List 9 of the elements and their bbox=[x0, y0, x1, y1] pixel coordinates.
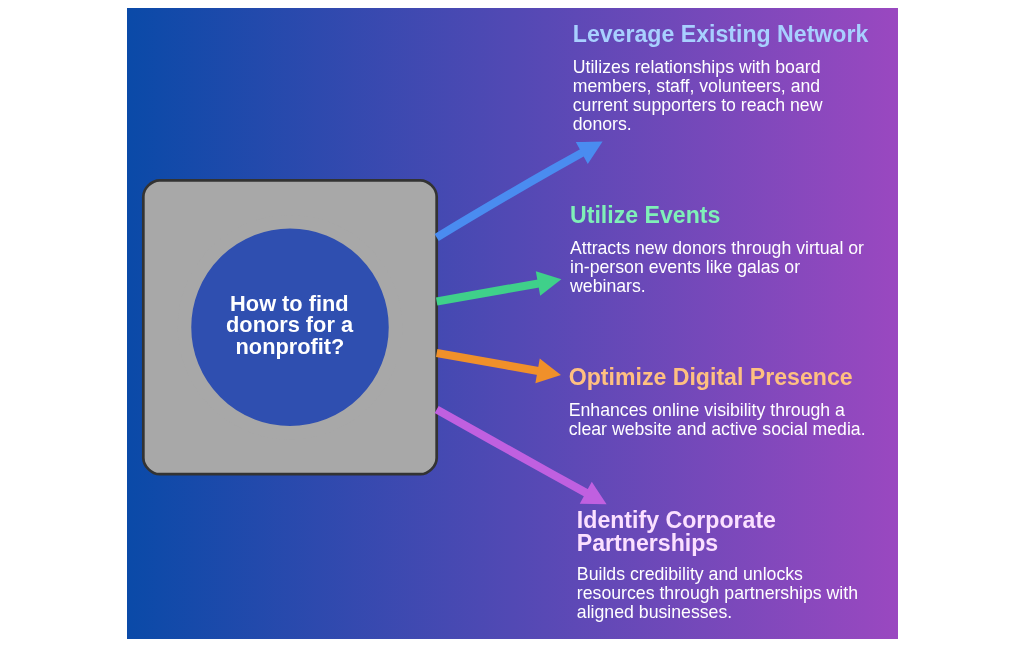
cluster bbox=[141, 178, 438, 476]
arrow bbox=[435, 271, 561, 306]
arrow bbox=[435, 349, 561, 384]
node-text: Identify Corporate Partnerships Builds credibility and unlocks resources through partnerships with aligned businesses. bbox=[576, 507, 858, 622]
arrow bbox=[434, 141, 603, 241]
node-text: Leverage Existing Network Utilizes relationships with board members, staff, volunteers, and current supporters to reach new donors. bbox=[572, 21, 868, 135]
arrow bbox=[434, 405, 607, 505]
node-text: Optimize Digital Presence Enhances online visibility through a clear website and active social media. bbox=[568, 364, 866, 440]
node-text: Utilize Events Attracts new donors through virtual or in-person events like galas or webinars. bbox=[569, 202, 864, 297]
